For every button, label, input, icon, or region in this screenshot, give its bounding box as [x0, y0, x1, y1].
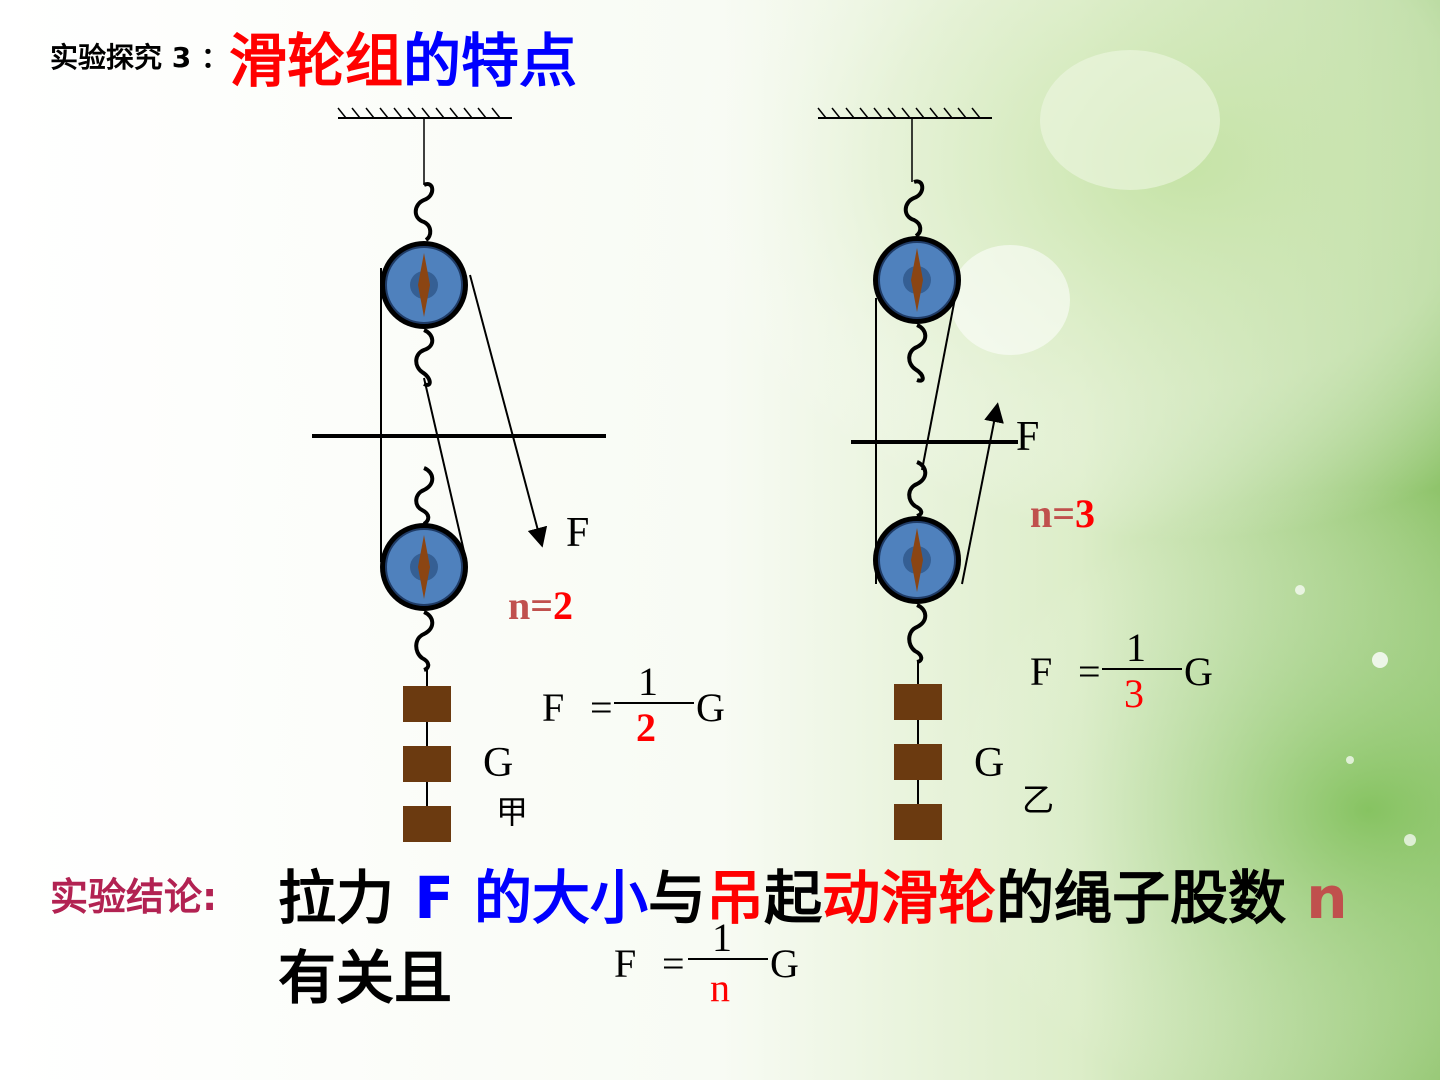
right-n-equals: =	[1052, 491, 1076, 536]
slide-title: 实验探究 3 ：滑轮组的特点	[50, 14, 577, 98]
left-n-equals: =	[530, 583, 554, 628]
left-caption: 甲	[496, 793, 529, 831]
conclusion-formula: F = 1 n G	[612, 918, 812, 1018]
left-weight-3	[403, 806, 451, 842]
left-fixed-pulley	[379, 240, 469, 330]
conclusion-t9: 有关且	[278, 944, 453, 1012]
conclusion-label: 实验结论:	[50, 875, 218, 919]
left-formula-denominator: 2	[636, 705, 656, 750]
left-weight-label: G	[483, 740, 514, 786]
right-weight-label: G	[974, 740, 1005, 786]
conclusion-formula-denominator: n	[710, 965, 730, 1010]
conclusion-text: 拉力 F 的大小与吊起动滑轮的绳子股数 n 有关且	[278, 858, 1428, 1018]
right-weight-2	[894, 744, 942, 780]
right-formula-F: F	[1030, 649, 1053, 694]
left-movable-pulley	[379, 522, 469, 612]
conclusion-formula-numerator: 1	[712, 915, 732, 960]
right-formula: F = 1 3 G	[1028, 628, 1228, 718]
right-formula-denominator: 3	[1124, 671, 1144, 716]
conclusion-t4: 吊	[706, 864, 765, 932]
left-fraction-bar	[614, 702, 694, 704]
right-formula-G: G	[1184, 649, 1213, 694]
right-force-label: F	[1016, 414, 1040, 460]
right-movable-pulley	[872, 515, 962, 605]
conclusion-formula-F: F	[614, 941, 637, 986]
left-n-value: 2	[553, 583, 574, 628]
title-pulley-block: 滑轮组	[228, 27, 403, 95]
conclusion-formula-G: G	[770, 941, 799, 986]
right-n-value: 3	[1075, 491, 1096, 536]
left-formula-numerator: 1	[638, 659, 658, 704]
right-fraction-bar	[1102, 668, 1182, 670]
left-rope-count: n=2	[508, 586, 573, 626]
title-characteristics: 的特点	[403, 27, 578, 95]
right-ceiling	[817, 107, 992, 119]
right-caption: 乙	[1022, 781, 1055, 819]
left-formula-eq: =	[590, 685, 613, 730]
conclusion-t7: 的绳子股数	[996, 864, 1307, 932]
conclusion-t5: 起	[764, 864, 823, 932]
right-formula-eq: =	[1078, 649, 1101, 694]
right-rope-count: n=3	[1030, 494, 1095, 534]
right-pulley-system	[817, 107, 1018, 840]
left-ceiling	[337, 107, 512, 119]
conclusion-t6: 动滑轮	[822, 864, 997, 932]
conclusion-t8: n	[1306, 864, 1348, 932]
left-pulley-system	[312, 107, 606, 842]
conclusion-t1: 拉力	[278, 864, 415, 932]
left-weight-1	[403, 686, 451, 722]
right-weight-3	[894, 804, 942, 840]
title-prefix: 实验探究 3 ：	[50, 41, 229, 74]
conclusion-t3: 与	[648, 864, 707, 932]
conclusion-formula-eq: =	[662, 941, 685, 986]
left-force-label: F	[566, 510, 590, 556]
conclusion-fraction-bar	[688, 958, 768, 960]
right-fixed-pulley	[872, 235, 962, 325]
left-formula-G: G	[696, 685, 725, 730]
left-n-letter: n	[508, 583, 531, 628]
left-formula-F: F	[542, 685, 565, 730]
left-formula: F = 1 2 G	[540, 662, 740, 752]
right-n-letter: n	[1030, 491, 1053, 536]
conclusion-t2: F 的大小	[414, 864, 649, 932]
right-weight-1	[894, 684, 942, 720]
left-weight-2	[403, 746, 451, 782]
right-formula-numerator: 1	[1126, 625, 1146, 670]
